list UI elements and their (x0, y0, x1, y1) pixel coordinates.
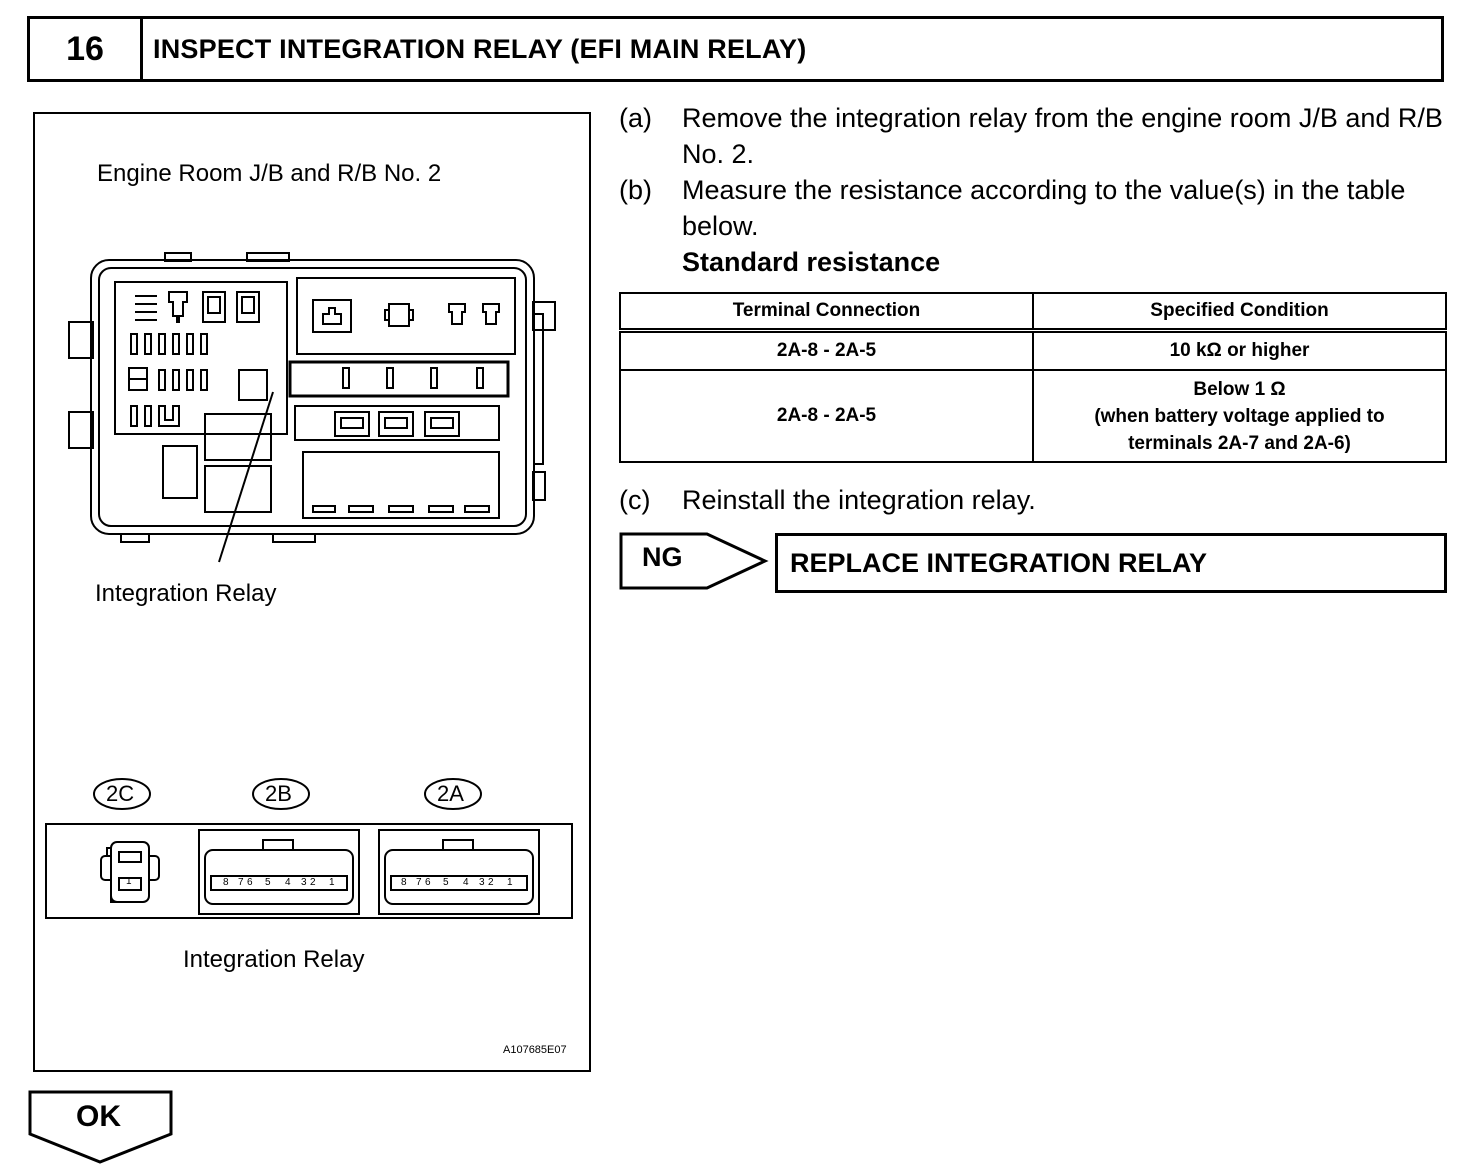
ok-arrow-shape (28, 1090, 173, 1164)
junction-block-drawing (45, 252, 573, 919)
connector-2a-label: 2A (437, 781, 464, 806)
row2-condition-line1: Below 1 Ω (1193, 378, 1286, 400)
connector-2b-label: 2B (265, 781, 292, 806)
standard-resistance-heading: Standard resistance (682, 247, 941, 277)
step-c-mark: (c) (619, 485, 651, 515)
pin-2b-6: 6 (247, 877, 253, 888)
pin-2a-1: 1 (507, 877, 513, 888)
illustration-panel: Engine Room J/B and R/B No. 2 Integratio… (33, 112, 591, 1072)
row2-condition-line3: terminals 2A-7 and 2A-6) (1128, 432, 1351, 454)
ok-label: OK (76, 1100, 121, 1133)
step-b-text: Measure the resistance according to the … (682, 175, 1406, 241)
pin-2a-6: 6 (425, 877, 431, 888)
pin-2a-3: 3 (479, 877, 485, 888)
figure-code: A107685E07 (503, 1044, 567, 1056)
step-a-text: Remove the integration relay from the en… (682, 103, 1443, 169)
row2-condition: Below 1 Ω (when battery voltage applied … (1032, 369, 1447, 463)
pin-2a-4: 4 (463, 877, 469, 888)
step-header: 16 INSPECT INTEGRATION RELAY (EFI MAIN R… (27, 16, 1444, 82)
pin-2b-7: 7 (238, 877, 244, 888)
row1-condition: 10 kΩ or higher (1032, 329, 1447, 371)
header-terminal-connection: Terminal Connection (619, 292, 1034, 333)
table-row: 2A-8 - 2A-5 Below 1 Ω (when battery volt… (619, 369, 1447, 463)
row2-terminal: 2A-8 - 2A-5 (619, 369, 1034, 463)
pin-2c-1: 1 (126, 876, 132, 887)
step-a-mark: (a) (619, 103, 652, 133)
step-b: (b) Measure the resistance according to … (619, 172, 1449, 244)
pin-2a-2: 2 (488, 877, 494, 888)
step-c-text: Reinstall the integration relay. (682, 485, 1036, 515)
pin-2b-1: 1 (329, 877, 335, 888)
table-header-row: Terminal Connection Specified Condition (619, 292, 1447, 333)
row2-condition-line2: (when battery voltage applied to (1094, 405, 1385, 427)
pin-2a-7: 7 (416, 877, 422, 888)
ng-arrow-shape (619, 532, 769, 590)
pin-2a-8: 8 (401, 877, 407, 888)
jb-title-label: Engine Room J/B and R/B No. 2 (97, 160, 442, 187)
pin-2b-5: 5 (265, 877, 271, 888)
pin-2b-3: 3 (301, 877, 307, 888)
pin-2b-8: 8 (223, 877, 229, 888)
step-a: (a) Remove the integration relay from th… (619, 100, 1449, 172)
replace-action-box: REPLACE INTEGRATION RELAY (775, 533, 1447, 593)
pin-2b-2: 2 (310, 877, 316, 888)
pin-2b-4: 4 (285, 877, 291, 888)
connector-2c-label: 2C (106, 781, 135, 806)
procedure-steps: (a) Remove the integration relay from th… (619, 100, 1449, 280)
relay-bottom-label: Integration Relay (183, 946, 365, 973)
step-number: 16 (30, 19, 143, 79)
step-title: INSPECT INTEGRATION RELAY (EFI MAIN RELA… (153, 33, 807, 64)
row1-terminal: 2A-8 - 2A-5 (619, 329, 1034, 371)
ng-label: NG (642, 542, 683, 572)
relay-callout-label: Integration Relay (95, 580, 277, 607)
pin-2a-5: 5 (443, 877, 449, 888)
step-c: (c) Reinstall the integration relay. (619, 482, 1036, 518)
step-b-mark: (b) (619, 175, 652, 205)
table-row: 2A-8 - 2A-5 10 kΩ or higher (619, 329, 1447, 371)
header-specified-condition: Specified Condition (1032, 292, 1447, 333)
resistance-table: Terminal Connection Specified Condition … (619, 292, 1447, 463)
